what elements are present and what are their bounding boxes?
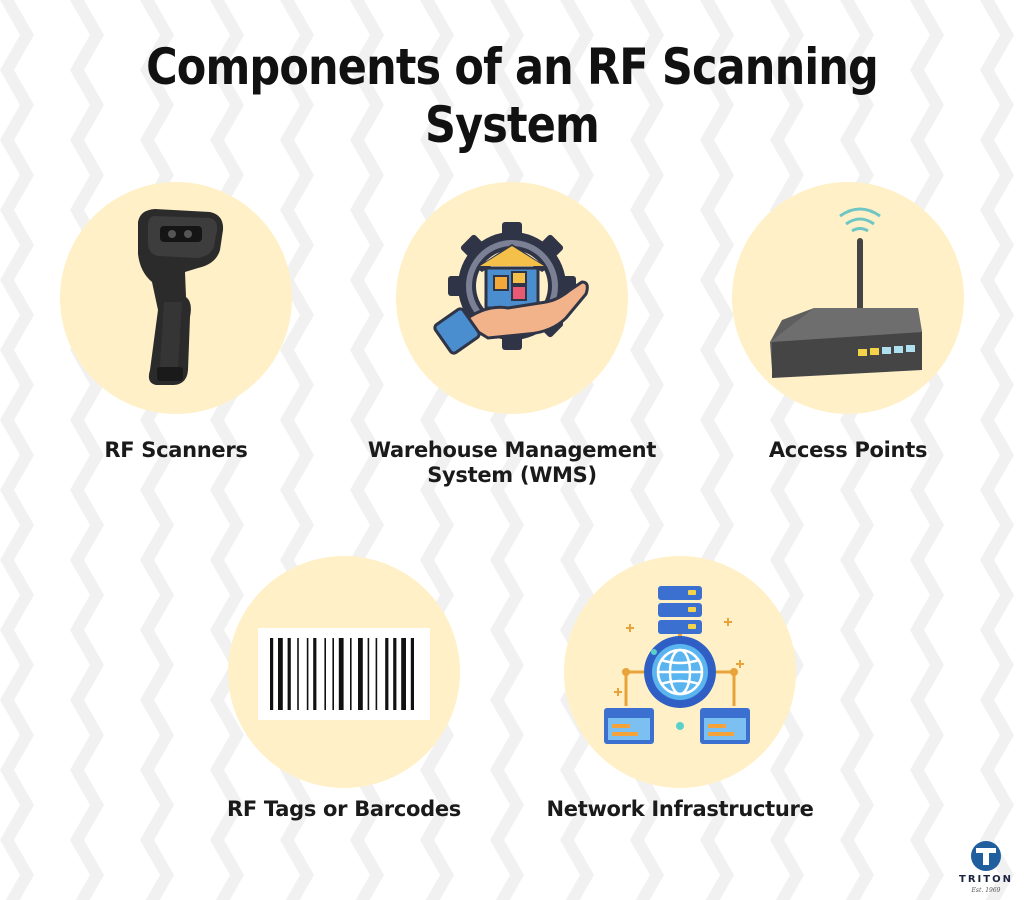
rf-scanners-circle [60, 182, 292, 414]
network-globe-server-icon [604, 586, 750, 744]
barcode-bar [338, 638, 344, 710]
logo-name: TRITON [959, 874, 1013, 885]
triton-logo: TRITON Est. 1969 [950, 838, 1022, 898]
barcode-scanner-icon [138, 209, 224, 385]
wifi-router-icon [770, 207, 922, 378]
warehouse-gear-hand-icon [433, 222, 589, 355]
barcode-bar [324, 638, 326, 710]
barcode-bar [297, 638, 299, 710]
barcode-icon [258, 628, 430, 720]
network-infrastructure-circle [564, 556, 796, 788]
network-infrastructure-label: Network Infrastructure [546, 797, 814, 821]
wms-label-line1: Warehouse Management [367, 438, 657, 462]
access-points-label: Access Points [768, 438, 928, 462]
barcode-bar [401, 638, 406, 710]
barcode-bars [270, 638, 414, 710]
rf-tags-label: RF Tags or Barcodes [226, 797, 462, 821]
barcode-bar [358, 638, 363, 710]
barcode-bar [350, 638, 352, 710]
access-points-circle [732, 182, 964, 414]
barcode-bar [278, 638, 283, 710]
barcode-bar [367, 638, 370, 710]
barcode-bar [385, 638, 389, 710]
rf-scanners-label: RF Scanners [104, 438, 248, 462]
barcode-bar [313, 638, 317, 710]
rf-tags-circle [228, 556, 460, 788]
barcode-bar [410, 638, 414, 710]
barcode-bar [332, 638, 334, 710]
wms-circle [396, 182, 628, 414]
barcode-bar [393, 638, 397, 710]
barcode-bar [270, 638, 274, 710]
wms-label: Warehouse Management System (WMS) [350, 438, 674, 488]
barcode-bar [375, 638, 378, 710]
page-title: Components of an RF Scanning System [146, 38, 879, 154]
triton-logo-icon [971, 841, 1001, 871]
barcode-bar [306, 638, 309, 710]
logo-tagline: Est. 1969 [971, 887, 1001, 894]
wms-label-line2: System (WMS) [427, 463, 597, 487]
barcode-bar [287, 638, 291, 710]
